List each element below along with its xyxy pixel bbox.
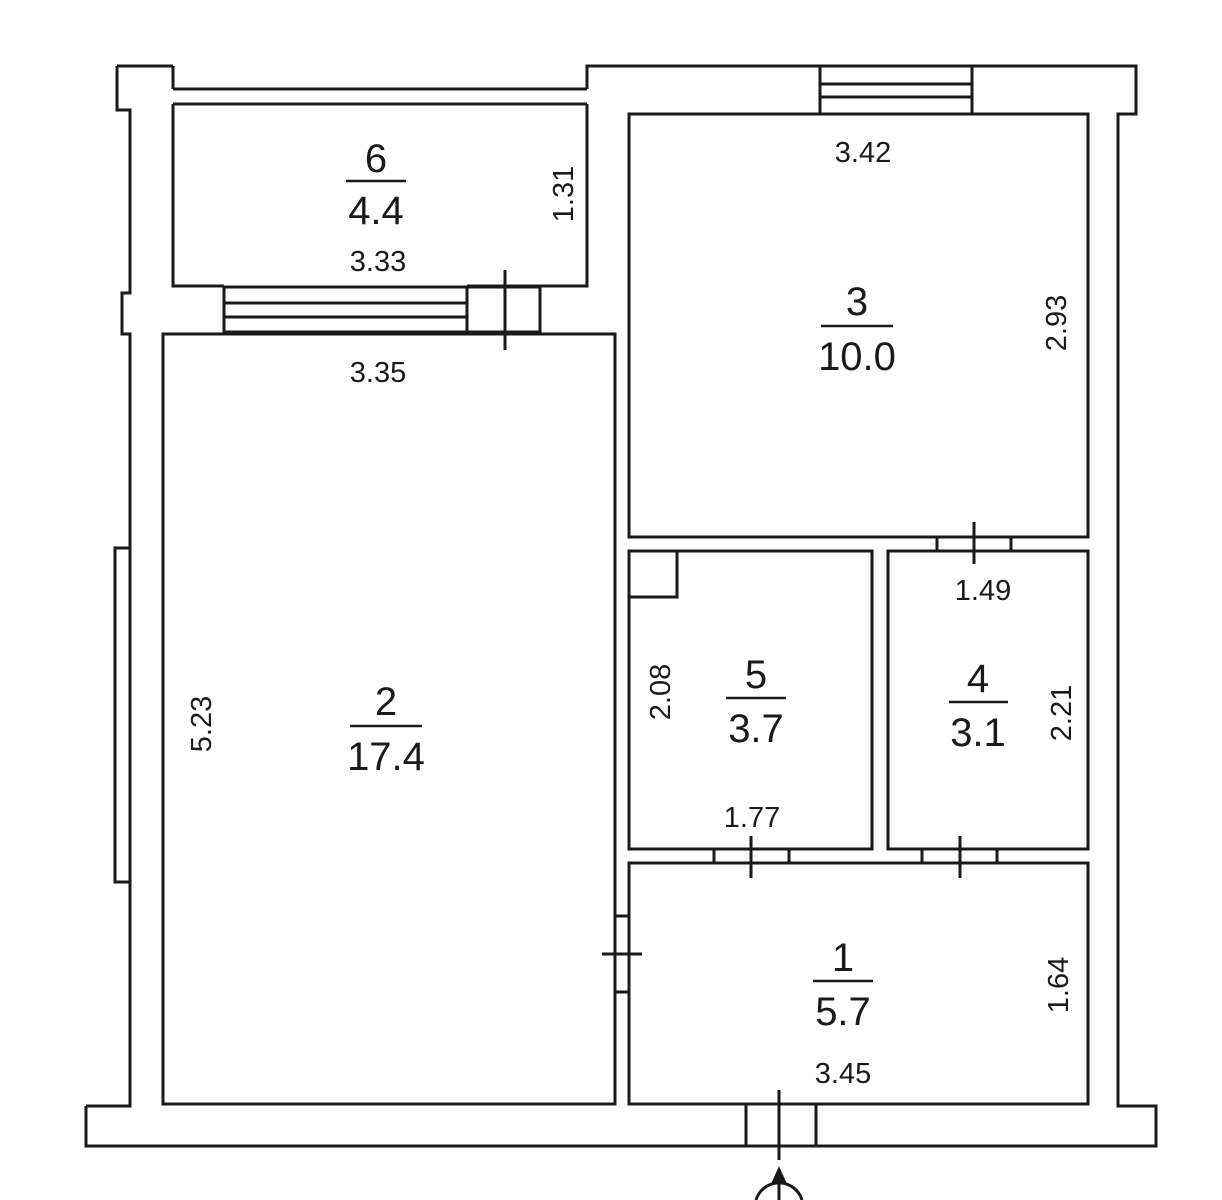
window-room-2 [113, 546, 132, 884]
room-6-number: 6 [365, 137, 387, 181]
room-1-number: 1 [832, 936, 854, 980]
room-4-number: 4 [967, 657, 989, 701]
room-3-outline [627, 112, 1090, 539]
room-6-width: 3.33 [350, 246, 406, 278]
window-room-3 [818, 64, 974, 116]
room-1-outline [627, 861, 1090, 1106]
room-4-area: 3.1 [950, 711, 1006, 755]
room-2-outline [161, 332, 617, 1106]
room-3-height: 2.93 [1041, 295, 1073, 351]
room-5-height: 2.08 [645, 664, 677, 720]
window-balcony [222, 285, 469, 334]
room-2-area: 17.4 [347, 735, 425, 779]
room-1-area: 5.7 [815, 990, 871, 1034]
room-1-width: 3.45 [815, 1058, 871, 1090]
outer-wall [84, 64, 1158, 1148]
entrance-arrow-icon [754, 1166, 804, 1200]
room-2-number: 2 [375, 680, 397, 724]
ventilation-shaft [627, 549, 679, 599]
room-2-width: 3.35 [350, 357, 406, 389]
room-6-area: 4.4 [348, 189, 404, 233]
room-1-height: 1.64 [1043, 957, 1075, 1013]
room-5-number: 5 [745, 653, 767, 697]
entrance-door [744, 1102, 818, 1148]
room-3-width: 3.42 [835, 137, 891, 169]
room-2-height: 5.23 [186, 696, 218, 752]
room-6-height: 1.31 [548, 166, 580, 222]
room-5-area: 3.7 [728, 707, 784, 751]
room-5-width: 1.77 [724, 802, 780, 834]
room-3-number: 3 [846, 280, 868, 324]
room-4-width: 1.49 [955, 575, 1011, 607]
room-3-area: 10.0 [818, 335, 896, 379]
room-4-height: 2.21 [1046, 685, 1078, 741]
